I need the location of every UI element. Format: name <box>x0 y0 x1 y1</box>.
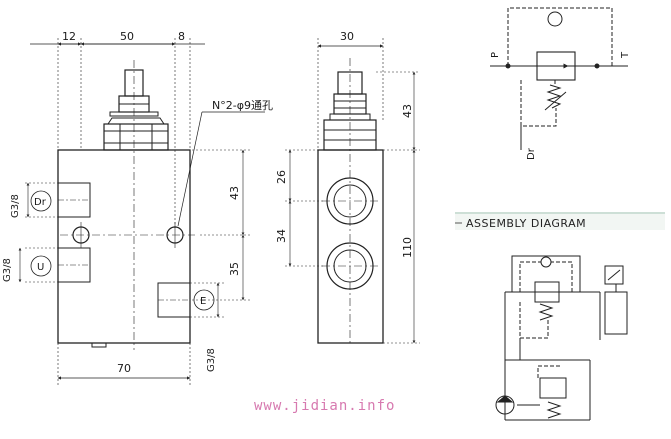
thread-dr: G3/8 <box>10 194 21 218</box>
valve-body <box>57 149 191 344</box>
assembly-diagram <box>495 255 628 421</box>
thread-u: G3/8 <box>2 258 13 282</box>
dim-26: 26 <box>275 170 288 184</box>
valve-symbol <box>490 7 628 150</box>
dim-70: 70 <box>117 362 131 375</box>
dim-30-side: 30 <box>340 30 354 43</box>
symbol-label-p: P <box>490 52 501 58</box>
assembly-relief-block <box>534 281 560 303</box>
dim-50: 50 <box>120 30 134 43</box>
dim-35: 35 <box>228 262 241 276</box>
note-holes: N°2-φ9通孔 <box>212 99 273 112</box>
dim-8: 8 <box>178 30 185 43</box>
side-body <box>317 149 384 344</box>
dim-34: 34 <box>275 229 288 243</box>
watermark-text: www.jidian.info <box>254 398 395 414</box>
port-label-u: U <box>37 262 44 273</box>
check-valve-ball <box>547 11 563 27</box>
cylinder <box>604 291 628 335</box>
front-extension-lines <box>57 38 191 230</box>
body-nut <box>103 123 169 151</box>
front-dim-right <box>192 149 250 301</box>
symbol-label-dr: Dr <box>526 147 537 160</box>
dim-110: 110 <box>401 237 414 258</box>
thread-e: G3/8 <box>206 348 217 372</box>
dim-43-front: 43 <box>228 186 241 200</box>
side-view <box>285 38 420 345</box>
port-u-circle <box>30 255 52 277</box>
front-view <box>18 38 265 385</box>
assembly-header <box>455 212 665 230</box>
port-e-circle <box>193 289 215 311</box>
assembly-header-title: ASSEMBLY DIAGRAM <box>466 217 586 230</box>
port-label-dr: Dr <box>34 197 47 208</box>
port-dr-circle <box>30 190 52 212</box>
dim-43-side: 43 <box>401 104 414 118</box>
assembly-lower-block <box>539 377 567 399</box>
dim-12: 12 <box>62 30 76 43</box>
port-label-e: E <box>200 296 206 307</box>
symbol-label-t: T <box>620 51 631 59</box>
